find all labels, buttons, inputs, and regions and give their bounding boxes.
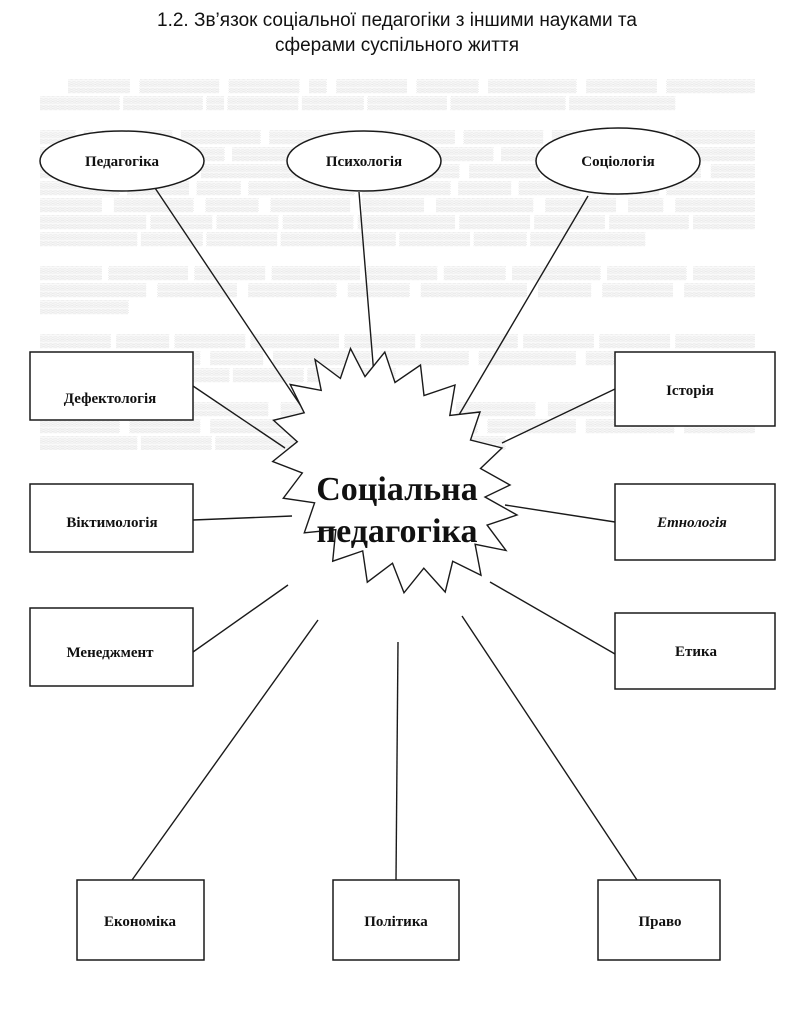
box-management-label: Менеджмент — [66, 645, 154, 661]
box-defectology: Дефектологія — [29, 351, 194, 421]
connector-pedagogy — [154, 187, 314, 425]
box-politics: Політика — [332, 879, 460, 961]
title-line-1: 1.2. Зв’язок соціальної педагогіки з інш… — [157, 10, 637, 31]
central-starburst — [271, 346, 519, 595]
center-label-line-2: педагогіка — [317, 513, 478, 550]
box-politics-label: Політика — [364, 914, 428, 930]
box-management: Менеджмент — [29, 607, 194, 687]
box-economics: Економіка — [76, 879, 205, 961]
connector-lines — [131, 187, 638, 881]
box-ethnology-label: Етнологія — [656, 515, 727, 531]
ellipse-pedagogy: Педагогіка — [39, 130, 205, 192]
connector-sociology — [455, 195, 589, 421]
connector-ethnology — [504, 504, 616, 523]
box-ethics-label: Етика — [675, 644, 717, 660]
page-title: 1.2. Зв’язок соціальної педагогіки з інш… — [0, 8, 794, 58]
box-ethics: Етика — [614, 612, 776, 690]
ellipse-sociology: Соціологія — [535, 127, 701, 195]
box-law-label: Право — [638, 914, 681, 930]
ellipse-psychology-label: Психологія — [326, 154, 402, 170]
ellipse-sociology-label: Соціологія — [581, 154, 654, 170]
connector-ethics — [489, 581, 616, 655]
connector-management — [192, 584, 289, 653]
box-economics-label: Економіка — [104, 914, 177, 930]
connector-defectology — [192, 385, 286, 449]
connector-economics — [131, 619, 319, 881]
box-defectology-label: Дефектологія — [64, 391, 157, 407]
connector-history — [501, 388, 616, 444]
box-ethnology: Етнологія — [614, 483, 776, 561]
connector-victimology — [192, 515, 293, 521]
ellipse-psychology: Психологія — [286, 130, 442, 192]
ellipse-pedagogy-label: Педагогіка — [85, 154, 160, 170]
connector-law — [461, 615, 638, 881]
title-line-2: сферами суспільного життя — [274, 35, 519, 56]
connector-politics — [395, 641, 399, 881]
box-history-label: Історія — [666, 383, 714, 399]
connector-psychology — [358, 191, 377, 401]
box-history: Історія — [614, 351, 776, 427]
box-law: Право — [597, 879, 721, 961]
center-label-line-1: Соціальна — [316, 471, 478, 508]
box-victimology-label: Віктимологія — [66, 515, 157, 531]
box-victimology: Віктимологія — [29, 483, 194, 553]
